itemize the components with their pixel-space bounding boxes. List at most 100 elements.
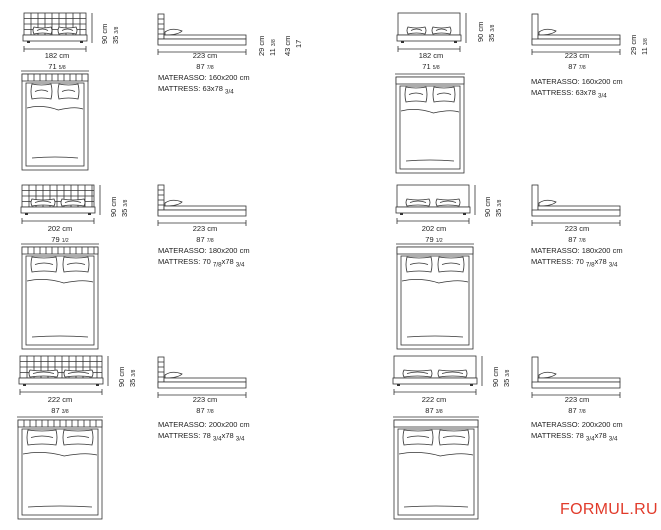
front-height-cm: 90 cm: [483, 196, 492, 217]
pillow: [57, 83, 80, 100]
front-height-cm: 90 cm: [476, 21, 485, 42]
duvet-edge: [31, 156, 79, 159]
bed-base: [395, 206, 471, 214]
mattress-it: MATERASSO: 180x200 cm: [531, 246, 623, 255]
pillow-fold: [34, 89, 49, 92]
mattress-en: MATTRESS: 78 3/4x78 3/4: [531, 431, 618, 443]
pillow-fold: [406, 435, 430, 438]
headboard-top: [396, 246, 474, 255]
bed-foot: [463, 213, 466, 215]
pillow-fold: [408, 92, 424, 95]
pillow: [30, 256, 58, 273]
front-width-cm: 202 cm: [47, 224, 73, 233]
bed-foot: [27, 41, 30, 43]
top-view: [17, 416, 103, 520]
side-length-cm: 223 cm: [564, 224, 590, 233]
pillow-fold: [30, 435, 54, 438]
duvet-fold: [26, 279, 94, 284]
mattress-side: [537, 205, 621, 211]
side-length-in: 87 7/8: [568, 406, 586, 415]
pillow: [437, 256, 465, 273]
mattress-en: MATTRESS: 63x78 3/4: [158, 84, 234, 96]
duvet-fold: [398, 452, 474, 457]
pillow: [437, 369, 468, 378]
frame-height-cm: 29 cm: [257, 35, 266, 56]
pillow-fold: [409, 200, 427, 203]
mattress-side: [163, 377, 247, 383]
duvet-fold: [401, 279, 469, 284]
bed-base: [20, 206, 96, 214]
front-width-cm: 202 cm: [421, 224, 447, 233]
pillow: [62, 429, 94, 446]
side-length-in: 87 7/8: [568, 62, 586, 71]
mattress-it: MATERASSO: 180x200 cm: [158, 246, 250, 255]
mattress-side: [537, 377, 621, 383]
side-view: [531, 184, 621, 226]
bed-foot: [401, 41, 404, 43]
duvet-edge: [27, 505, 93, 508]
pillow-side: [538, 371, 557, 379]
top-view: [395, 73, 465, 174]
front-view: [20, 184, 101, 224]
duvet-edge: [31, 335, 89, 338]
front-view: [22, 12, 93, 52]
bed-foot: [80, 41, 83, 43]
pillow-fold: [435, 28, 448, 31]
mattress-side: [163, 34, 247, 40]
pillow-side: [164, 28, 183, 36]
top-view: [396, 243, 474, 350]
bed-base: [22, 34, 88, 42]
bed-base: [396, 34, 462, 42]
side-length-cm: 223 cm: [564, 51, 590, 60]
mattress-side: [537, 34, 621, 40]
bed-foot: [25, 213, 28, 215]
pillow: [28, 369, 59, 378]
duvet-fold: [26, 106, 84, 111]
front-width-in: 87 3/8: [425, 406, 443, 415]
bed-base-side: [531, 381, 621, 389]
headboard-top: [393, 419, 479, 428]
pillow: [431, 26, 452, 35]
pillow: [402, 429, 434, 446]
front-height-in: 35 3/8: [128, 369, 137, 387]
pillow: [405, 256, 433, 273]
front-width-in: 79 1/2: [51, 235, 69, 244]
bed-foot: [23, 384, 26, 386]
duvet-edge: [403, 505, 469, 508]
front-width-in: 71 5/8: [48, 62, 66, 71]
pillow: [402, 369, 433, 378]
pillow-fold: [32, 371, 55, 374]
front-width-cm: 182 cm: [418, 51, 444, 60]
pillow: [32, 26, 53, 35]
mattress-top: [25, 255, 95, 346]
mattress-top: [400, 255, 470, 346]
side-length-in: 87 7/8: [568, 235, 586, 244]
mattress-it: MATERASSO: 160x200 cm: [531, 77, 623, 86]
pillow-fold: [66, 262, 86, 265]
mattress-side: [163, 205, 247, 211]
mattress-top-height-in: 17: [294, 39, 303, 48]
front-height-cm: 90 cm: [117, 366, 126, 387]
mattress-top: [397, 428, 475, 516]
side-length-in: 87 7/8: [196, 62, 214, 71]
pillow: [432, 86, 456, 103]
front-view: [396, 12, 467, 52]
pillow-side: [164, 199, 183, 207]
mattress-top-height-cm: 43 cm: [283, 35, 292, 56]
front-view: [392, 355, 483, 395]
bed-foot: [454, 41, 457, 43]
side-view: [157, 356, 247, 398]
pillow-fold: [36, 28, 49, 31]
bed-foot: [397, 384, 400, 386]
front-width-cm: 222 cm: [47, 395, 73, 404]
pillow-fold: [67, 371, 90, 374]
frame-height-cm: 29 cm: [629, 34, 638, 55]
front-width-in: 71 5/8: [422, 62, 440, 71]
pillow: [30, 198, 56, 207]
side-length-in: 87 7/8: [196, 235, 214, 244]
front-height-cm: 90 cm: [109, 196, 118, 217]
mattress-it: MATERASSO: 160x200 cm: [158, 73, 250, 82]
mattress-en: MATTRESS: 63x78 3/4: [531, 88, 607, 100]
duvet-edge: [405, 159, 455, 162]
